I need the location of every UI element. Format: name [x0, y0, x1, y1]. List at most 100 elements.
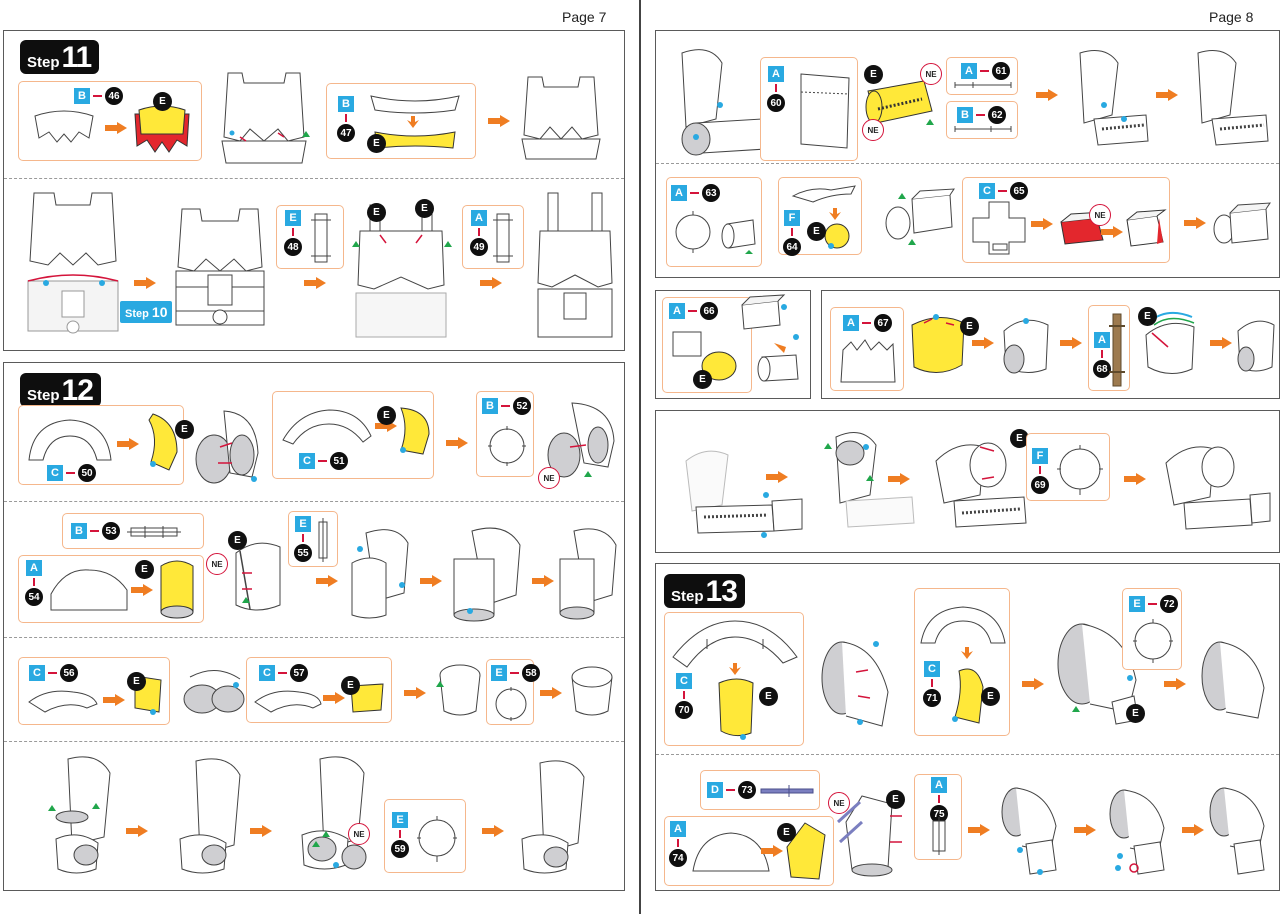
- sheet-letter: A: [961, 63, 977, 79]
- thigh-complete: [1234, 313, 1278, 375]
- connector-tick: [791, 228, 793, 236]
- arrow-icon: [1156, 89, 1178, 101]
- disc-72: [1133, 619, 1173, 663]
- arrow-icon: [103, 694, 125, 706]
- part-number: 64: [783, 238, 801, 256]
- arrow-icon: [134, 277, 156, 289]
- connector-tick: [938, 795, 940, 803]
- tag-e: E: [127, 672, 146, 691]
- connector-tick: [690, 192, 699, 194]
- tag-e: E: [175, 420, 194, 439]
- tag-e: E: [377, 406, 396, 425]
- strip-61: [953, 82, 1013, 88]
- arrow-icon: [316, 575, 338, 587]
- arrow-icon: [1101, 226, 1123, 238]
- elbow-cap-complete: [568, 663, 616, 721]
- arrow-icon: [540, 687, 562, 699]
- part-number: 65: [1010, 182, 1028, 200]
- part-number: 58: [522, 664, 540, 682]
- arm-with-forearm-start: [666, 43, 774, 159]
- arm-chain-b: [824, 423, 936, 543]
- arrow-icon: [304, 277, 326, 289]
- torso-before: [18, 191, 128, 341]
- tag-ne: NE: [920, 63, 942, 85]
- sheet-letter: B: [74, 88, 90, 104]
- sheet-letter: E: [392, 812, 408, 828]
- sheet-letter: C: [924, 661, 940, 677]
- connector-tick: [278, 672, 287, 674]
- part-number: 60: [767, 94, 785, 112]
- strap-48: [311, 212, 331, 264]
- connector-tick: [980, 70, 989, 72]
- row-divider: [4, 178, 624, 179]
- part-number: 72: [1160, 595, 1178, 613]
- part-number: 48: [284, 238, 302, 256]
- arrow-icon: [1060, 337, 1082, 349]
- arrow-icon: [482, 825, 504, 837]
- part-number: 62: [988, 106, 1006, 124]
- chest-armor-result: [518, 75, 604, 161]
- arm-segment-a: [346, 523, 414, 623]
- connector-tick: [1039, 466, 1041, 474]
- thigh-rod-assembly: [1138, 307, 1202, 381]
- part-number: 55: [294, 544, 312, 562]
- sheet-letter: D: [707, 782, 723, 798]
- arrow-icon: [766, 471, 788, 483]
- arm-join-b: [174, 755, 250, 877]
- strap-49: [493, 212, 513, 264]
- arm-chain-c: [924, 425, 1044, 543]
- arrow-icon: [420, 575, 442, 587]
- arrow-icon: [972, 337, 994, 349]
- connector-tick: [683, 691, 685, 699]
- sheet-letter: A: [26, 560, 42, 576]
- connector-tick: [998, 190, 1007, 192]
- part-number: 56: [60, 664, 78, 682]
- shin-glued: [713, 663, 759, 740]
- sheet-letter: F: [1032, 448, 1048, 464]
- strip-62: [953, 126, 1013, 132]
- gauntlet-flat: [791, 182, 857, 206]
- tag-e: E: [777, 823, 796, 842]
- step-13-badge: Step 13: [664, 574, 745, 608]
- upper-arm-flat: [47, 564, 131, 614]
- connector-tick: [501, 405, 510, 407]
- sheet-letter: C: [979, 183, 995, 199]
- sheet-letter: B: [338, 96, 354, 112]
- boot-leg-b: [1104, 784, 1176, 876]
- page-divider: [639, 0, 641, 914]
- part-number: 74: [669, 849, 687, 867]
- arrow-icon: [105, 122, 127, 134]
- part-number: 53: [102, 522, 120, 540]
- arrow-icon: [1210, 337, 1232, 349]
- elbow-2-glued: [347, 680, 387, 716]
- row-divider: [4, 637, 624, 638]
